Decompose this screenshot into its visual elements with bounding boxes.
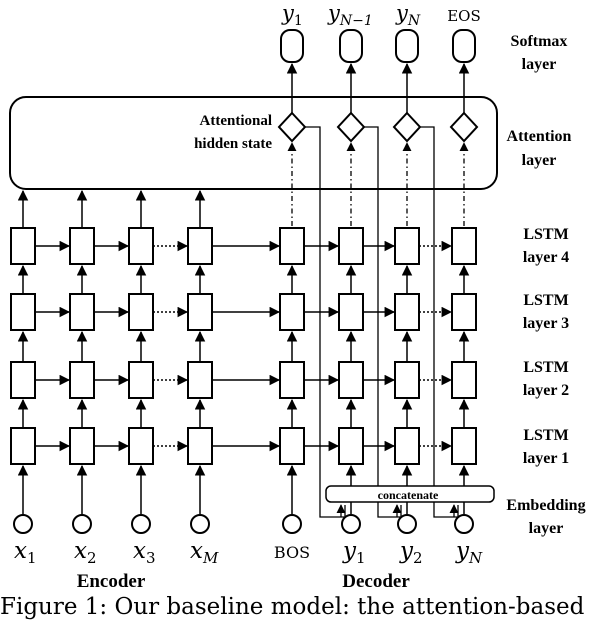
lstm-cell xyxy=(128,227,154,265)
lstm-cell xyxy=(279,361,305,399)
attentional-state-diamond-3 xyxy=(392,111,422,143)
lstm-cell xyxy=(128,427,154,465)
lstm4-label-1: LSTM xyxy=(523,226,568,243)
input-node xyxy=(282,514,302,534)
lstm-cell xyxy=(338,293,364,331)
lstm-cell xyxy=(187,293,213,331)
concatenate-box xyxy=(325,485,495,503)
softmax-node-y1 xyxy=(280,29,304,63)
lstm-cell xyxy=(69,293,95,331)
lstm-cell xyxy=(279,227,305,265)
figure-caption: Figure 1: Our baseline model: the attent… xyxy=(0,594,585,620)
softmax-node-yNm1 xyxy=(339,29,363,63)
attention-label-2: layer xyxy=(522,152,557,169)
lstm-cell xyxy=(128,361,154,399)
embedding-label-2: layer xyxy=(529,520,564,537)
encoder-label: Encoder xyxy=(77,571,146,592)
output-label-eos: EOS xyxy=(447,7,481,25)
lstm4-label-2: layer 4 xyxy=(523,249,569,266)
lstm-cell xyxy=(394,293,420,331)
attentional-state-diamond-2 xyxy=(336,111,366,143)
output-label-yN: yN xyxy=(395,1,421,29)
input-label-x3: x3 xyxy=(133,538,156,567)
lstm-cell xyxy=(10,361,36,399)
input-node xyxy=(341,514,361,534)
lstm-cell xyxy=(69,427,95,465)
attentional-label-line1: Attentional xyxy=(200,113,273,129)
input-label-y1: y1 xyxy=(342,538,366,567)
lstm1-label-2: layer 1 xyxy=(523,450,569,467)
lstm-cell xyxy=(394,361,420,399)
attention-label-1: Attention xyxy=(507,128,572,145)
input-label-xM: xM xyxy=(190,538,219,567)
input-node xyxy=(454,514,474,534)
lstm-cell xyxy=(10,427,36,465)
lstm-cell xyxy=(451,361,477,399)
lstm-cell xyxy=(338,427,364,465)
embedding-label-1: Embedding xyxy=(506,497,585,514)
softmax-node-eos xyxy=(452,29,476,63)
lstm-cell xyxy=(451,293,477,331)
lstm-cell xyxy=(10,227,36,265)
lstm-cell xyxy=(69,361,95,399)
input-node xyxy=(190,514,210,534)
lstm-grid xyxy=(10,227,477,517)
attentional-state-diamond-1 xyxy=(277,111,307,143)
lstm1-label-1: LSTM xyxy=(523,427,568,444)
decoder-label: Decoder xyxy=(342,571,410,592)
lstm-cell xyxy=(338,227,364,265)
output-label-y1: y1 xyxy=(281,1,303,29)
lstm-cell xyxy=(279,293,305,331)
lstm-cell xyxy=(451,427,477,465)
input-node xyxy=(131,514,151,534)
input-label-x1: x1 xyxy=(14,538,37,567)
attentional-state-diamond-4 xyxy=(449,111,479,143)
lstm-cell xyxy=(187,361,213,399)
lstm2-label-2: layer 2 xyxy=(523,382,569,399)
softmax-label-1: Softmax xyxy=(511,33,568,50)
lstm3-label-1: LSTM xyxy=(523,292,568,309)
lstm-cell xyxy=(394,427,420,465)
input-circles xyxy=(13,514,474,534)
softmax-node-yN xyxy=(395,29,419,63)
attention-layer-box xyxy=(9,96,498,190)
lstm-cell xyxy=(69,227,95,265)
lstm-cell xyxy=(279,427,305,465)
lstm-cell xyxy=(10,293,36,331)
input-node xyxy=(72,514,92,534)
lstm-cell xyxy=(394,227,420,265)
lstm-cell xyxy=(128,293,154,331)
lstm-cell xyxy=(451,227,477,265)
input-label-yN: yN xyxy=(455,538,483,567)
input-node xyxy=(13,514,33,534)
output-label-yNm1: yN−1 xyxy=(327,1,373,29)
input-label-y2: y2 xyxy=(399,538,423,567)
input-node xyxy=(397,514,417,534)
attentional-label-line2: hidden state xyxy=(194,136,272,152)
lstm-cell xyxy=(187,227,213,265)
lstm2-label-1: LSTM xyxy=(523,359,568,376)
lstm3-label-2: layer 3 xyxy=(523,315,569,332)
input-label-x2: x2 xyxy=(74,538,97,567)
lstm-cell xyxy=(338,361,364,399)
lstm-cell xyxy=(187,427,213,465)
softmax-label-2: layer xyxy=(522,56,557,73)
concatenate-label: concatenate xyxy=(378,488,439,502)
input-label-bos: BOS xyxy=(274,543,310,562)
encoder-to-attention-arrows xyxy=(17,189,206,228)
